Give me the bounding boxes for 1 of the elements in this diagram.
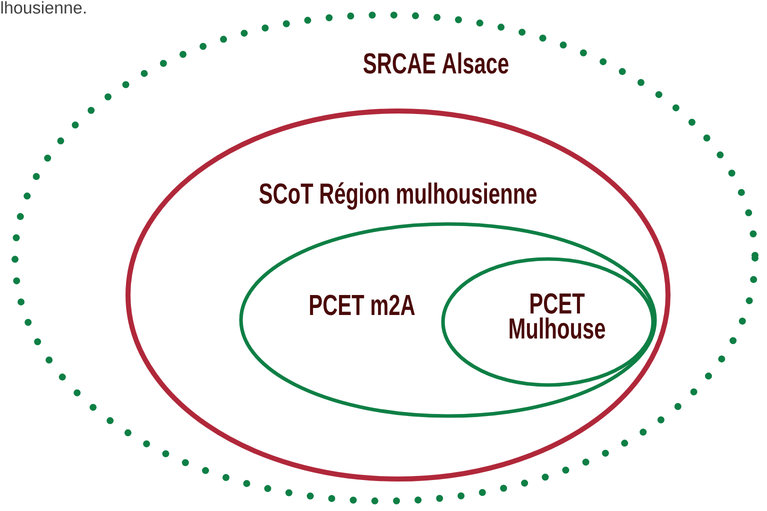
cropped-text: lhousienne. xyxy=(1,1,86,14)
